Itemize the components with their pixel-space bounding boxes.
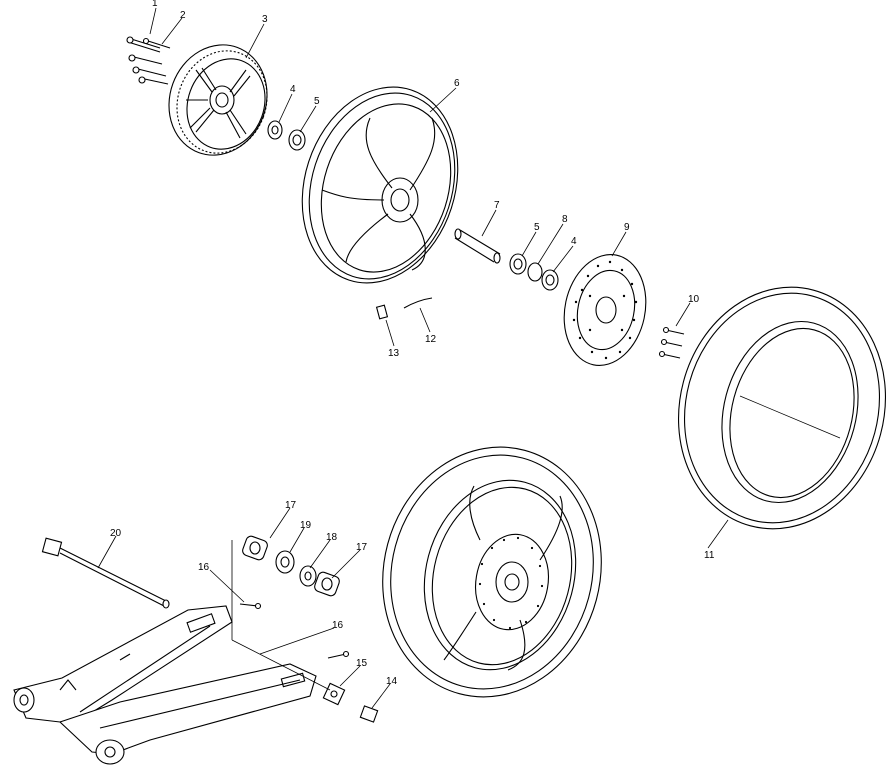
brake-disc xyxy=(563,254,647,366)
callout-4b: 4 xyxy=(571,236,577,247)
rear-sprocket xyxy=(168,44,268,156)
callouts: 1 2 3 4 5 6 7 5 8 4 9 10 11 12 13 20 17 … xyxy=(110,0,715,687)
circlip-8 xyxy=(527,262,543,282)
callout-1: 1 xyxy=(152,0,158,9)
callout-4a: 4 xyxy=(290,84,296,95)
spacer-5b xyxy=(509,253,527,275)
callout-5a: 5 xyxy=(314,96,320,107)
adjuster-plate-15 xyxy=(322,682,346,706)
axle-sleeve xyxy=(454,228,501,264)
rear-axle xyxy=(41,537,170,609)
callout-15: 15 xyxy=(356,658,368,669)
callout-19: 19 xyxy=(300,520,312,531)
callout-3: 3 xyxy=(262,14,268,25)
bearing-18 xyxy=(299,565,317,587)
bearing-4a xyxy=(267,120,283,140)
callout-14: 14 xyxy=(386,676,398,687)
callout-8: 8 xyxy=(562,214,568,225)
adjuster-17b xyxy=(314,571,340,597)
callout-17a: 17 xyxy=(285,500,297,511)
callout-6: 6 xyxy=(454,78,460,89)
axle-nut-14 xyxy=(359,705,379,723)
callout-18: 18 xyxy=(326,532,338,543)
callout-9: 9 xyxy=(624,222,630,233)
callout-13: 13 xyxy=(388,348,400,359)
adjuster-17a xyxy=(242,535,268,561)
callout-16a: 16 xyxy=(198,562,210,573)
assembled-rear-wheel xyxy=(382,446,602,698)
rear-tire xyxy=(677,286,887,530)
callout-20: 20 xyxy=(110,528,122,539)
disc-bolts xyxy=(658,326,685,359)
bolt-set-2 xyxy=(142,37,171,49)
valve-stem-13 xyxy=(375,304,389,320)
spacer-5a xyxy=(288,129,306,151)
callout-16b: 16 xyxy=(332,620,344,631)
collar-19 xyxy=(275,550,295,574)
callout-5b: 5 xyxy=(534,222,540,233)
bearing-4b xyxy=(541,269,559,291)
leader-lines xyxy=(97,7,729,709)
callout-10: 10 xyxy=(688,294,700,305)
callout-17b: 17 xyxy=(356,542,368,553)
swingarm xyxy=(13,540,331,765)
callout-12: 12 xyxy=(425,334,437,345)
rear-wheel-rim xyxy=(301,86,459,284)
callout-7: 7 xyxy=(494,200,500,211)
bolt-set-1 xyxy=(126,36,169,85)
bolt-16b xyxy=(327,650,350,659)
callout-11: 11 xyxy=(704,550,715,561)
callout-2: 2 xyxy=(180,10,186,21)
bolt-16a xyxy=(239,602,262,610)
balance-weight-12 xyxy=(403,297,433,309)
